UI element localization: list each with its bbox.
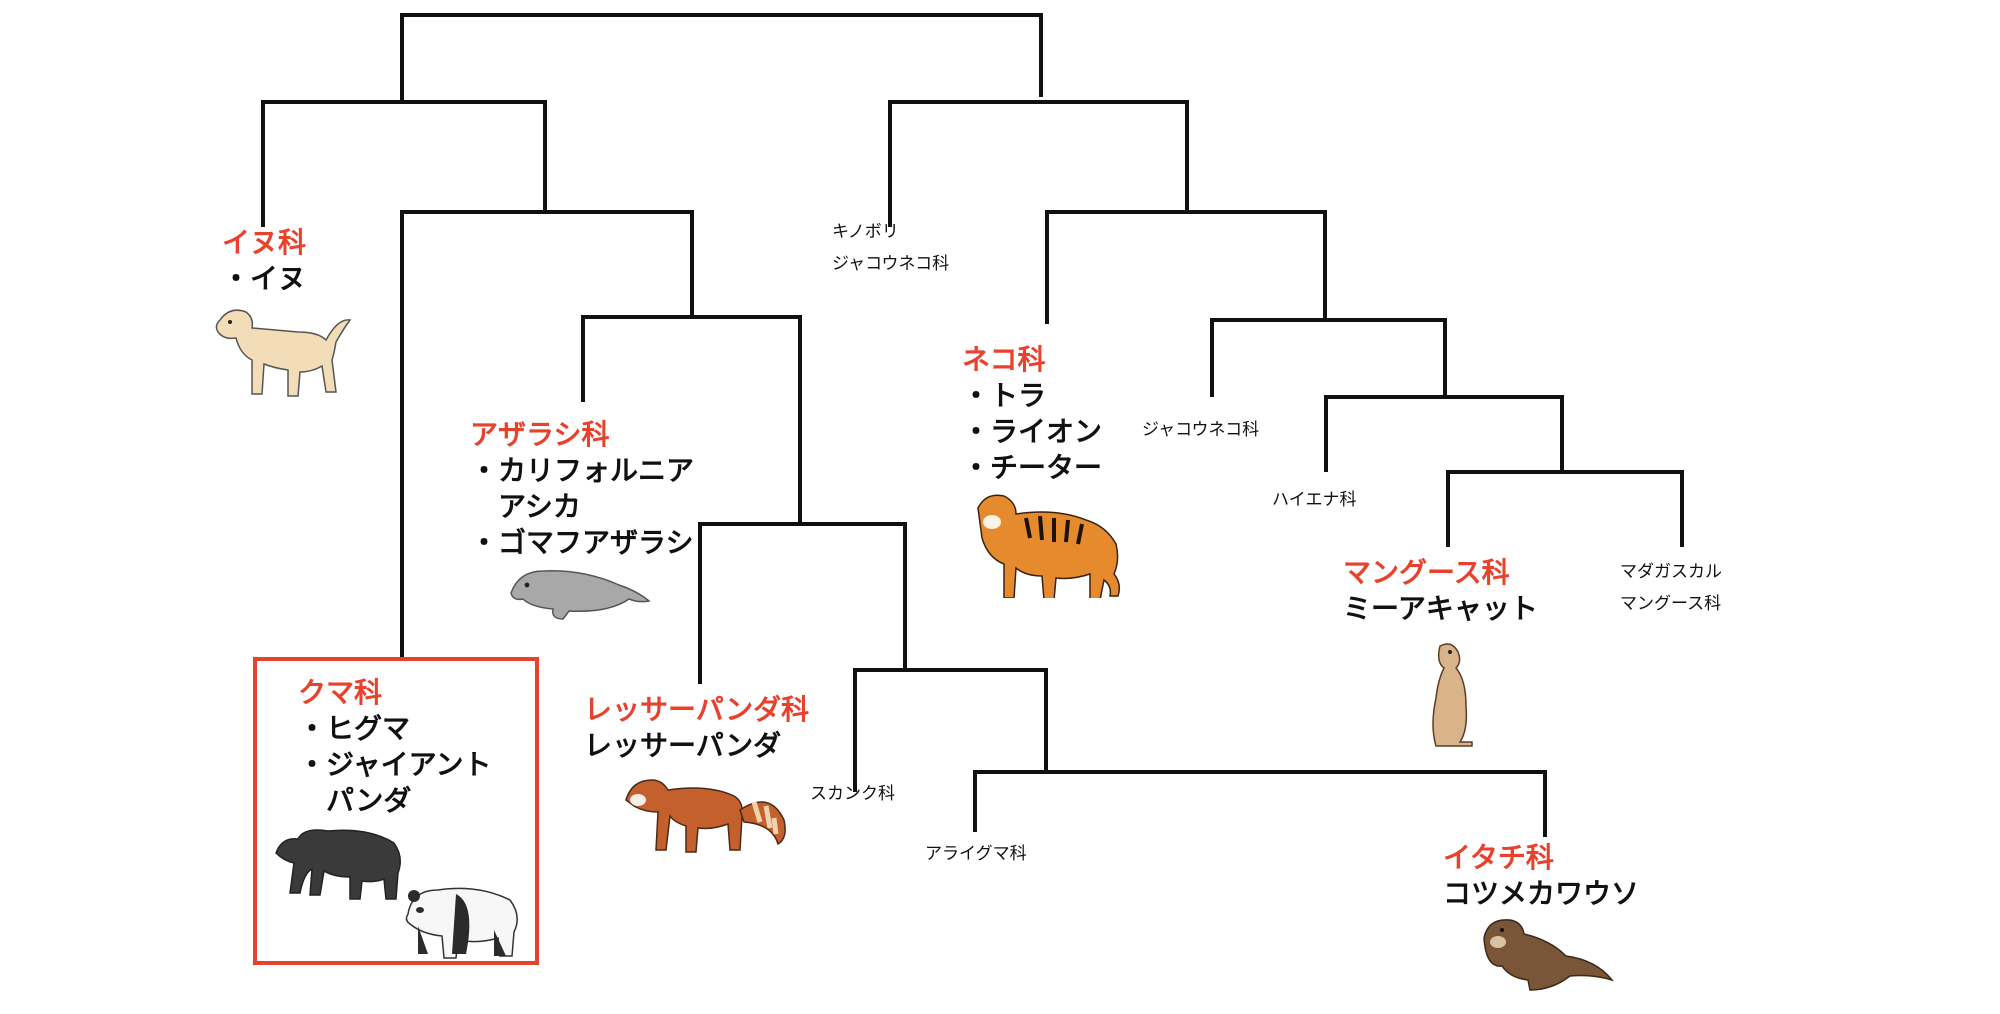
minor-family-mephitidae: スカンク科 [810, 778, 895, 810]
branch-herpestid-split [1446, 470, 1684, 547]
giant-panda-icon [405, 887, 518, 959]
family-name: イタチ科 [1443, 841, 1554, 874]
minor-family-viverridae: ジャコウネコ科 [1142, 414, 1259, 446]
branch-feliformia-inner [1045, 210, 1327, 324]
minor-family-eupleridae: マダガスカル マングース科 [1620, 556, 1722, 620]
family-member: アシカ [470, 490, 581, 523]
family-member: ・トラ [962, 379, 1047, 412]
family-herpestidae: マングース科 ミーアキャット [1343, 555, 1538, 627]
family-phocidae: アザラシ科 ・カリフォルニア アシカ ・ゴマフアザラシ [470, 417, 694, 561]
minor-family-line: スカンク科 [810, 784, 895, 804]
branch-pinniped-musteloid [581, 315, 802, 524]
otter-icon [1483, 919, 1615, 991]
minor-family-hyaenidae: ハイエナ科 [1272, 484, 1357, 516]
family-member: ミーアキャット [1343, 592, 1538, 625]
branch-root [400, 13, 1043, 97]
family-member: ・ヒグマ [298, 712, 411, 745]
branch-viverroid [1210, 318, 1447, 397]
family-ursidae: クマ科 ・ヒグマ ・ジャイアント パンダ [298, 675, 491, 819]
red-panda-icon [625, 779, 786, 853]
minor-family-line: ジャコウネコ科 [1142, 420, 1260, 440]
family-felidae: ネコ科 ・トラ ・ライオン ・チーター [962, 342, 1102, 486]
minor-family-procyonidae: アライグマ科 [925, 838, 1027, 870]
family-ailuridae: レッサーパンダ科 レッサーパンダ [584, 692, 809, 764]
minor-family-line: マングース科 [1620, 594, 1722, 614]
family-name: マングース科 [1343, 556, 1510, 589]
family-member: ・ジャイアント [298, 748, 492, 781]
minor-family-line: キノボリ [832, 222, 899, 242]
branch-mephitid-split [853, 668, 1048, 792]
family-member: ・チーター [962, 451, 1103, 484]
minor-family-line: ハイエナ科 [1272, 490, 1357, 510]
family-name: レッサーパンダ科 [584, 693, 810, 726]
minor-family-line: アライグマ科 [925, 844, 1027, 864]
family-name: ネコ科 [962, 343, 1046, 376]
branch-feliformia [888, 100, 1189, 227]
meerkat-icon [1432, 643, 1473, 747]
family-name: イヌ科 [222, 226, 307, 259]
minor-family-line: ジャコウネコ科 [832, 254, 950, 274]
dog-icon [215, 309, 352, 397]
branch-musteloidea [698, 522, 907, 684]
seal-icon [510, 570, 651, 620]
family-member: ・カリフォルニア [470, 454, 695, 487]
family-member: ・ゴマフアザラシ [470, 526, 694, 559]
branch-caniformia [261, 93, 547, 227]
family-name: クマ科 [298, 676, 383, 709]
family-member: ・イヌ [222, 262, 307, 295]
tiger-icon [977, 494, 1121, 598]
family-member: コツメカワウソ [1443, 877, 1640, 910]
bear-icon [275, 829, 401, 900]
ursidae-highlight-box [253, 657, 539, 965]
minor-family-line: マダガスカル [1620, 562, 1722, 582]
branch-hyaenid-split [1324, 395, 1564, 474]
family-name: アザラシ科 [470, 418, 610, 451]
branch-procyonid-mustelid [973, 770, 1547, 837]
family-member: ・ライオン [962, 415, 1103, 448]
family-member: レッサーパンダ [584, 729, 782, 762]
branch-arctoidea [400, 210, 694, 657]
family-canidae: イヌ科 ・イヌ [222, 225, 306, 297]
family-mustelidae: イタチ科 コツメカワウソ [1443, 840, 1639, 912]
family-member: パンダ [298, 784, 412, 817]
minor-family-nandiniidae: キノボリ ジャコウネコ科 [832, 216, 949, 280]
